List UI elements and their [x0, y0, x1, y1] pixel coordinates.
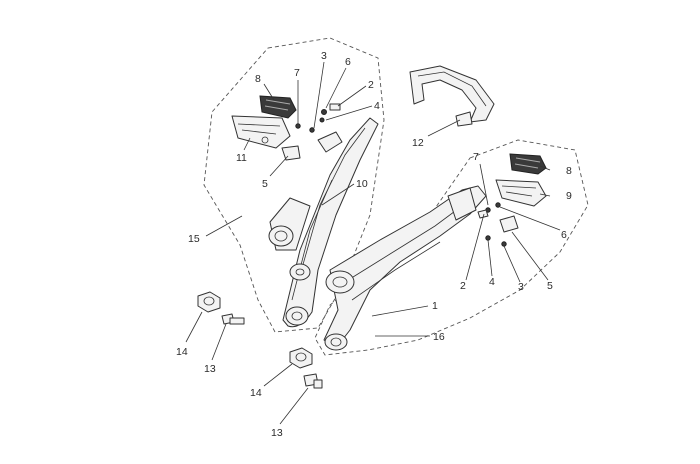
callout-right-4: 4 [489, 276, 495, 288]
nut-14-upper [197, 291, 221, 313]
right-fasteners [477, 202, 507, 247]
callout-left-11: 11 [236, 152, 247, 164]
callout-hardware-13-lower: 13 [271, 427, 283, 439]
callout-left-7: 7 [294, 67, 300, 79]
callout-right-6: 6 [561, 229, 567, 241]
leader-lines [185, 61, 561, 425]
right-plate-5 [499, 215, 519, 233]
callout-left-2: 2 [368, 79, 374, 91]
callout-hardware-13-upper: 13 [204, 363, 216, 375]
callout-top-12: 12 [412, 137, 424, 149]
right-footrest-bracket [323, 185, 487, 351]
callout-right-3: 3 [518, 281, 524, 293]
callout-left-10: 10 [356, 178, 368, 190]
callout-left-4: 4 [374, 100, 380, 112]
nut-14-lower [289, 347, 313, 369]
callout-left-6: 6 [345, 56, 351, 68]
callout-right-8: 8 [566, 165, 572, 177]
heel-guard [409, 65, 495, 127]
group-16-outline [314, 139, 589, 356]
callout-right-2: 2 [460, 280, 466, 292]
bolt-13-upper [221, 313, 245, 325]
left-footpeg [231, 115, 291, 149]
callout-left-5: 5 [262, 178, 268, 190]
right-rubber-pad [509, 153, 547, 175]
callout-right-5: 5 [547, 280, 553, 292]
left-footrest-bracket [268, 117, 379, 328]
callout-right-16: 16 [433, 331, 445, 343]
callout-right-7: 7 [473, 151, 479, 163]
callout-right-9: 9 [566, 190, 572, 202]
callout-hardware-14-lower: 14 [250, 387, 262, 399]
left-rubber-pad [259, 95, 297, 119]
callout-right-1: 1 [432, 300, 438, 312]
bolt-13-lower [303, 373, 323, 389]
callout-hardware-14-upper: 14 [176, 346, 188, 358]
callout-left-3: 3 [321, 50, 327, 62]
callout-left-15: 15 [188, 233, 200, 245]
group-15-outline [203, 37, 385, 333]
callout-left-8: 8 [255, 73, 261, 85]
right-footpeg [495, 179, 547, 207]
left-plate-5 [281, 145, 301, 161]
